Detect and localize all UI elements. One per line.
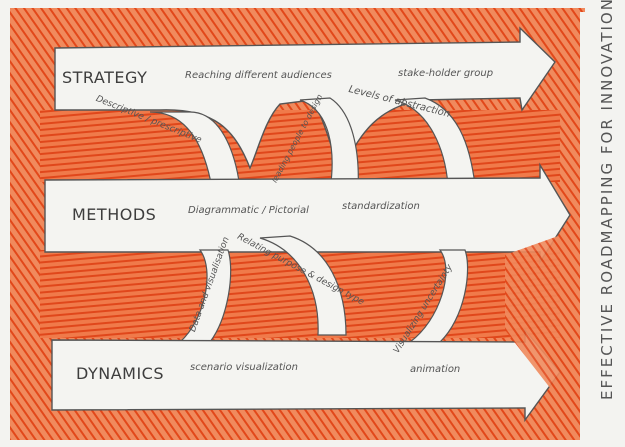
note-animation: animation bbox=[410, 364, 460, 375]
row-label-methods: METHODS bbox=[72, 205, 156, 224]
diagram-title: EFFECTIVE ROADMAPPING FOR INNOVATION bbox=[598, 0, 616, 400]
note-diagrammatic-pictorial: Diagrammatic / Pictorial bbox=[188, 205, 309, 216]
note-reaching-audiences: Reaching different audiences bbox=[185, 70, 332, 81]
note-stakeholder-group: stake-holder group bbox=[398, 68, 493, 79]
note-scenario-visualization: scenario visualization bbox=[190, 362, 298, 373]
note-standardization: standardization bbox=[342, 201, 420, 212]
row-label-dynamics: DYNAMICS bbox=[76, 364, 164, 383]
row-label-strategy: STRATEGY bbox=[62, 68, 147, 87]
